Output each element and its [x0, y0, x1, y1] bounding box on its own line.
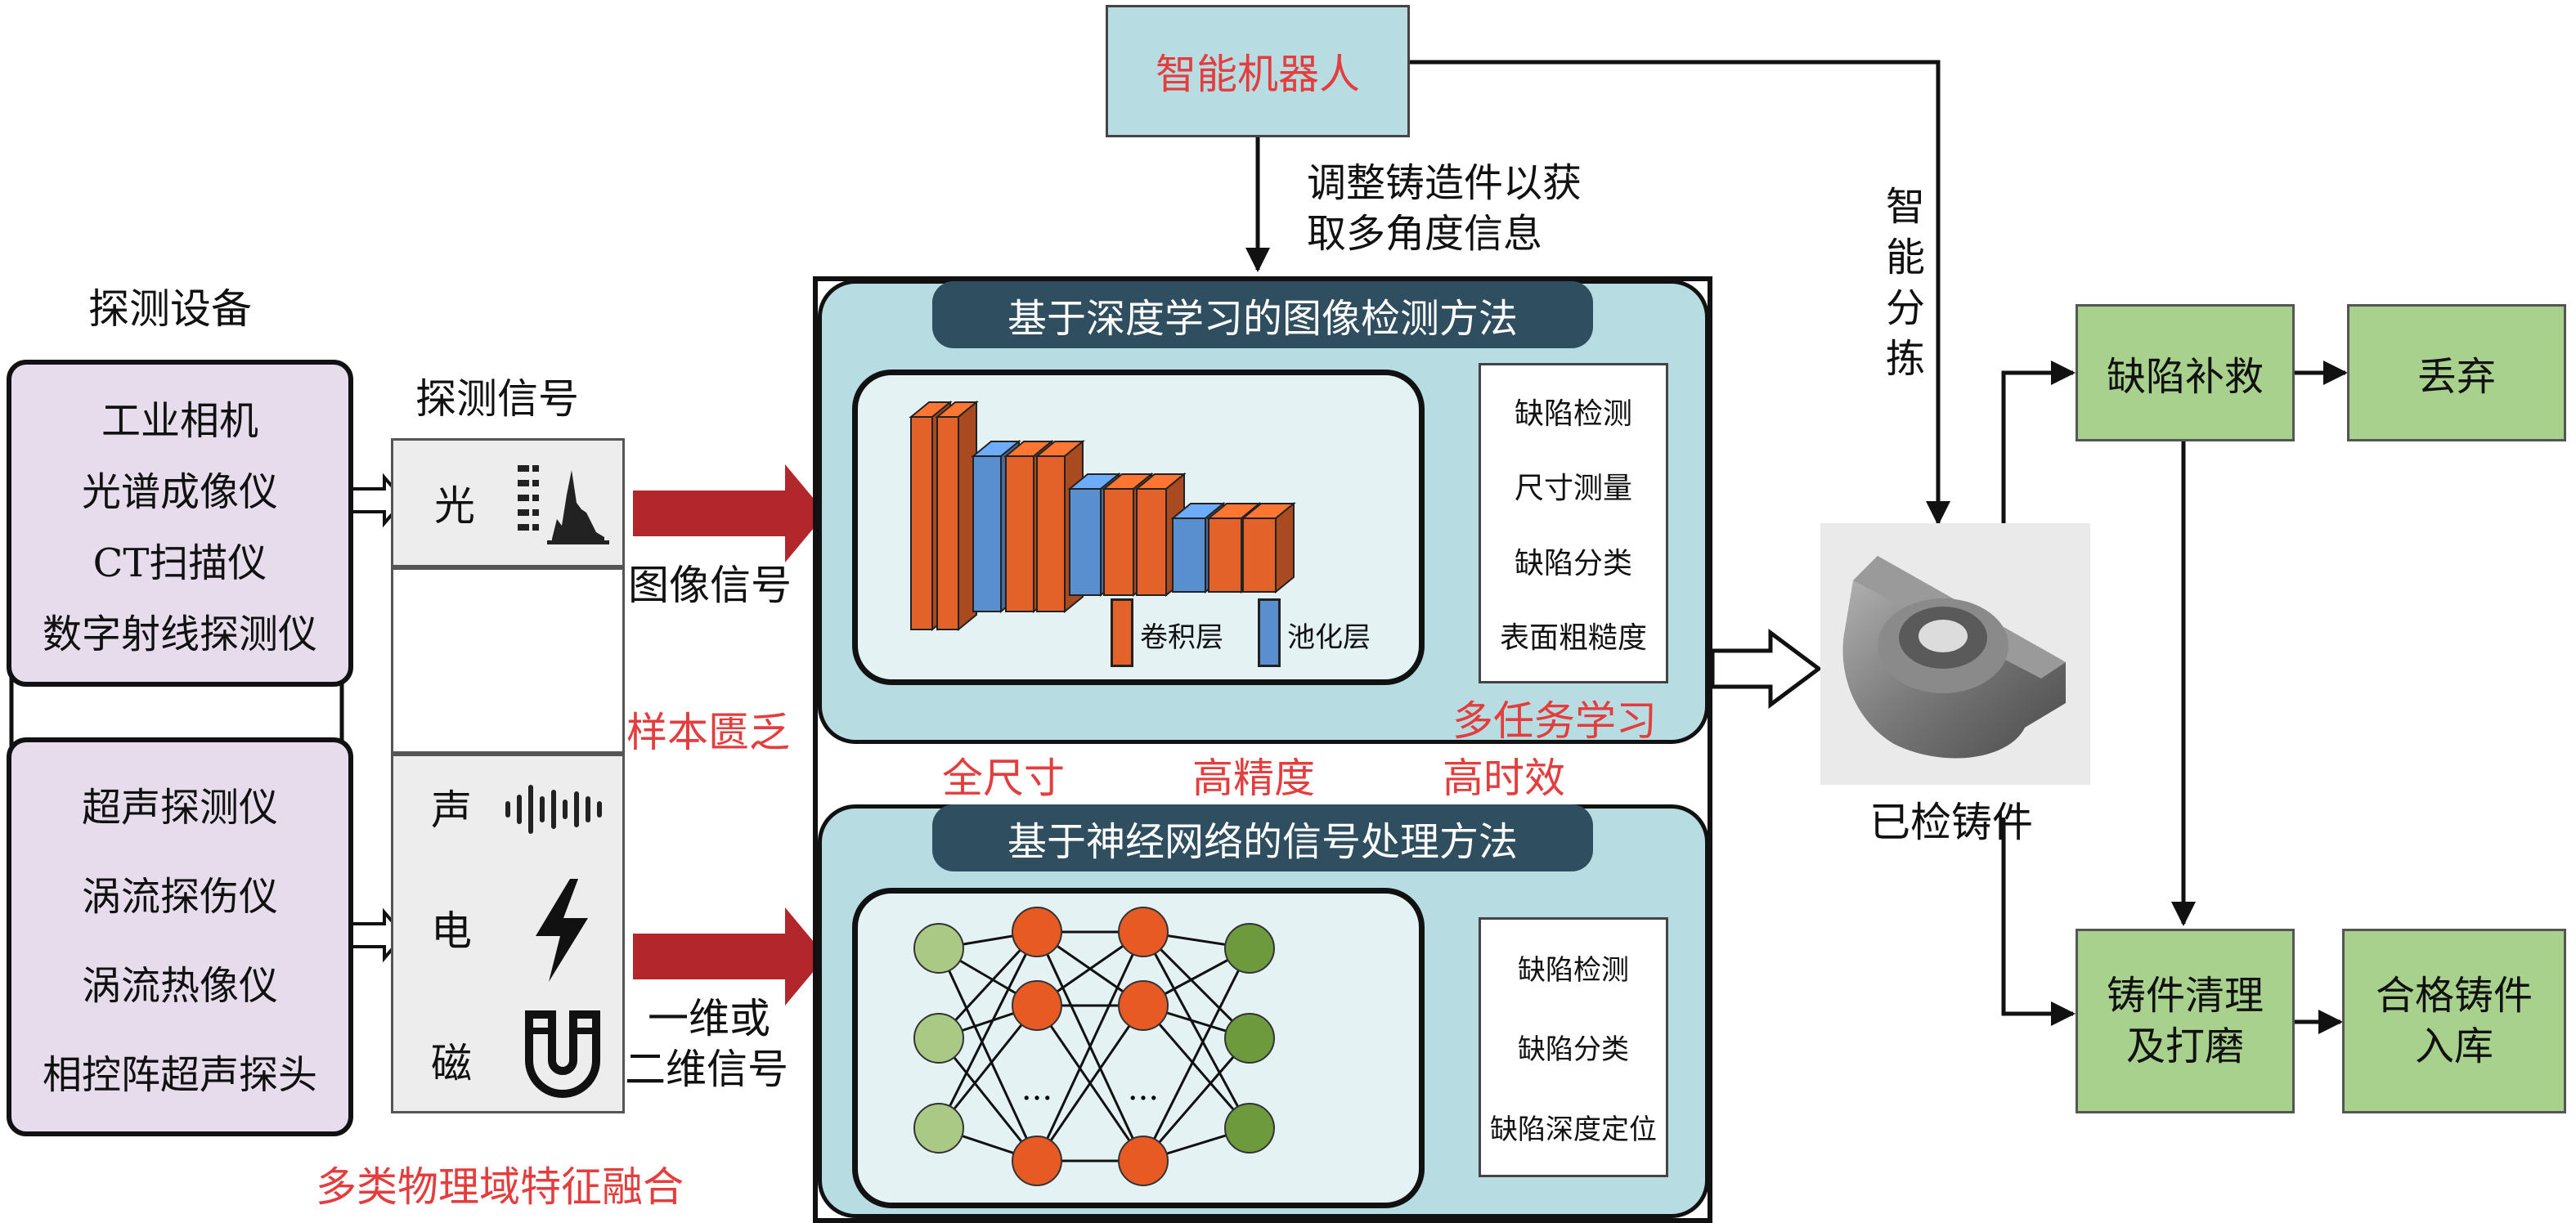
robot-box: 智能机器人	[1106, 5, 1410, 137]
nn-ellipsis: ...	[1128, 1070, 1159, 1108]
signal-sound-label: 声	[431, 786, 472, 834]
image-method-title: 基于深度学习的图像检测方法	[932, 281, 1593, 348]
sample-scarce-label: 样本匮乏	[626, 709, 790, 756]
nn-node	[1224, 1103, 1275, 1154]
label-high-efficiency: 高时效	[1443, 755, 1565, 802]
nn-node	[1118, 907, 1169, 957]
equipment-item: 涡流探伤仪	[81, 873, 278, 920]
nn-ellipsis: ...	[1021, 1070, 1052, 1108]
remedy-label: 缺陷补救	[2106, 354, 2264, 400]
equipment-item: 光谱成像仪	[81, 468, 278, 515]
robot-adjust-label-2: 取多角度信息	[1307, 211, 1543, 257]
signal-empty-box	[391, 567, 625, 754]
signal-light-box: 光	[391, 438, 625, 567]
nn-node	[1118, 1136, 1169, 1186]
neural-network-diagram: ......	[913, 907, 1275, 1186]
nn-node	[1012, 907, 1062, 957]
label-high-precision: 高精度	[1192, 755, 1315, 802]
equipment-item: 超声探测仪	[81, 784, 278, 831]
magnet-icon	[525, 1010, 600, 1098]
qualified-box: 合格铸件 入库	[2342, 929, 2566, 1113]
nn-node	[1224, 1013, 1275, 1064]
equipment-item: 工业相机	[101, 397, 258, 444]
image-output-item: 缺陷检测	[1514, 396, 1632, 431]
sound-wave-icon	[505, 785, 602, 834]
multi-domain-fusion-label: 多类物理域特征融合	[316, 1163, 684, 1211]
equipment-title: 探测设备	[88, 285, 252, 333]
signal-output-list: 缺陷检测 缺陷分类 缺陷深度定位	[1479, 917, 1668, 1177]
label-full-size: 全尺寸	[942, 755, 1065, 802]
cnn-layer-block	[1134, 472, 1187, 598]
sorting-label: 智能分拣	[1885, 184, 1925, 382]
multitask-label: 多任务学习	[1452, 697, 1657, 745]
casting-part-illustration	[1842, 556, 2066, 759]
qualified-label-2: 入库	[2414, 1024, 2493, 1069]
signal-title: 探测信号	[415, 375, 579, 423]
legend-pool-swatch	[1258, 598, 1281, 667]
methods-frame	[813, 276, 1712, 1223]
sorting-arrow	[1410, 60, 1950, 526]
cnn-layer-block	[935, 400, 979, 632]
hollow-arrow-to-casting	[1710, 629, 1823, 709]
image-output-list: 缺陷检测 尺寸测量 缺陷分类 表面粗糙度	[1479, 363, 1668, 683]
equipment-item: 数字射线探测仪	[42, 611, 317, 657]
discard-label: 丢弃	[2417, 354, 2496, 400]
image-output-item: 尺寸测量	[1514, 472, 1632, 506]
equipment-group-1: 工业相机 光谱成像仪 CT扫描仪 数字射线探测仪	[7, 360, 353, 687]
nn-node	[1224, 923, 1275, 974]
nn-node	[913, 1013, 964, 1064]
casting-image	[1820, 523, 2090, 785]
signal-output-item: 缺陷检测	[1518, 954, 1629, 988]
nn-node	[1118, 980, 1169, 1031]
clean-box: 铸件清理 及打磨	[2076, 929, 2295, 1113]
cnn-diagram	[909, 400, 1296, 632]
equipment-item: CT扫描仪	[92, 540, 267, 586]
nn-connections	[937, 930, 1251, 1163]
nn-node	[913, 1103, 964, 1154]
legend-conv-swatch	[1111, 598, 1133, 667]
signal-light-label: 光	[434, 482, 475, 530]
discard-box: 丢弃	[2347, 304, 2566, 441]
nn-node	[913, 923, 964, 974]
one-or-two-dim-label-2: 二维信号	[625, 1046, 788, 1093]
signal-acoustic-em-box: 声 电 磁	[391, 754, 625, 1113]
qualified-label-1: 合格铸件	[2375, 973, 2533, 1019]
casting-to-clean-arrow	[2001, 818, 2076, 1026]
legend-conv-label: 卷积层	[1140, 621, 1223, 654]
red-arrow-signal	[633, 907, 826, 1006]
casting-label: 已检铸件	[1869, 799, 2033, 846]
image-output-item: 缺陷分类	[1514, 546, 1632, 580]
image-output-item: 表面粗糙度	[1499, 621, 1647, 656]
signal-electric-label: 电	[431, 907, 472, 955]
clean-label-2: 及打磨	[2125, 1024, 2244, 1069]
one-or-two-dim-label-1: 一维或	[648, 995, 770, 1042]
image-signal-label: 图像信号	[628, 562, 792, 609]
equipment-group-2: 超声探测仪 涡流探伤仪 涡流热像仪 相控阵超声探头	[7, 737, 353, 1136]
nn-node	[1012, 1136, 1062, 1186]
remedy-box: 缺陷补救	[2076, 304, 2295, 441]
robot-label: 智能机器人	[1156, 51, 1360, 98]
equipment-item: 涡流热像仪	[81, 962, 278, 1009]
lightning-icon	[536, 879, 588, 982]
clean-label-1: 铸件清理	[2106, 973, 2264, 1019]
spectrum-icon	[518, 465, 609, 544]
signal-output-item: 缺陷深度定位	[1490, 1113, 1657, 1146]
robot-adjust-label-1: 调整铸造件以获	[1307, 160, 1582, 206]
equipment-item: 相控阵超声探头	[42, 1051, 317, 1098]
signal-magnetic-label: 磁	[431, 1040, 472, 1087]
signal-output-item: 缺陷分类	[1518, 1033, 1629, 1067]
casting-to-remedy-arrow	[2001, 361, 2076, 523]
cnn-layer-block	[1241, 501, 1296, 594]
signal-method-title: 基于神经网络的信号处理方法	[932, 804, 1593, 871]
red-arrow-image	[633, 464, 826, 562]
nn-node	[1012, 980, 1062, 1031]
legend-pool-label: 池化层	[1287, 621, 1371, 654]
